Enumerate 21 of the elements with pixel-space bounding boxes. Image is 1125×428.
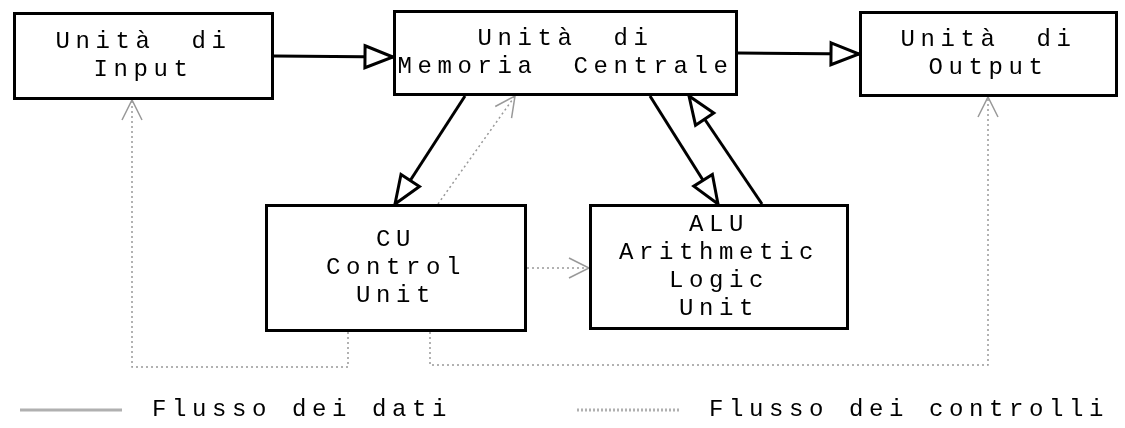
unit-box [393, 10, 738, 96]
legend-label: Flusso dei dati [152, 396, 453, 424]
arrow [648, 95, 720, 206]
unit-box [859, 11, 1118, 97]
arrow [274, 44, 395, 70]
unit-label: Unità di Input [54, 28, 233, 84]
unit-label: Unità di Output [899, 26, 1078, 82]
dotted-arrow [121, 99, 349, 368]
arrow [687, 94, 764, 205]
unit-box [13, 12, 274, 100]
legend-label: Flusso dei controlli [709, 396, 1110, 424]
dotted-arrow [526, 257, 590, 279]
dotted-arrow [429, 96, 999, 366]
unit-label: ALU Arithmetic Logic Unit [618, 211, 820, 323]
dotted-arrow [437, 95, 516, 205]
arrow [393, 95, 467, 206]
arrow [738, 41, 861, 67]
unit-box [589, 204, 849, 330]
unit-label: Unità di Memoria Centrale [396, 25, 735, 81]
unit-box [265, 204, 527, 332]
unit-label: CU Control Unit [325, 226, 467, 310]
